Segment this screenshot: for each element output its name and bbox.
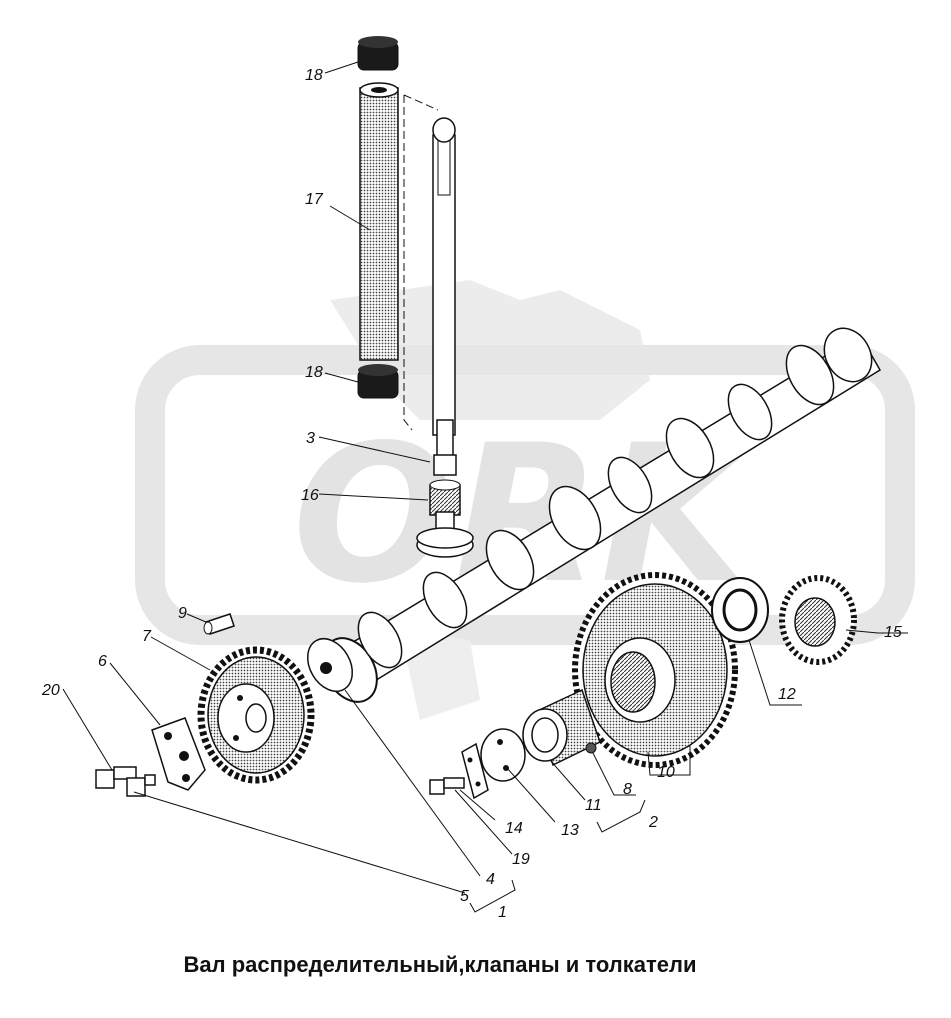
rubber-seal-top xyxy=(357,36,399,71)
callout-6: 6 xyxy=(98,653,107,670)
spacer-sleeve xyxy=(522,688,601,767)
callout-2: 2 xyxy=(648,814,658,831)
tappet xyxy=(416,479,474,558)
callout-numbers: 18 17 18 3 16 9 7 6 20 15 12 10 8 11 2 1… xyxy=(41,67,902,921)
bolt xyxy=(429,777,465,795)
callout-7: 7 xyxy=(142,628,152,645)
push-rod-tube xyxy=(359,82,399,361)
bolts xyxy=(95,766,156,797)
dowel-pin xyxy=(203,613,235,635)
callout-3: 3 xyxy=(306,430,315,447)
callout-8: 8 xyxy=(623,781,632,798)
cam-gear-large xyxy=(572,572,738,768)
diagram-caption: Вал распределительный,клапаны и толкател… xyxy=(183,952,697,977)
oil-seal xyxy=(711,577,769,643)
callout-18-top: 18 xyxy=(305,67,323,84)
callout-17: 17 xyxy=(305,191,324,208)
lock-plate xyxy=(461,742,489,800)
leader-lines xyxy=(62,61,908,913)
callout-9: 9 xyxy=(178,605,187,622)
callout-4: 4 xyxy=(486,871,495,888)
callout-5: 5 xyxy=(460,888,469,905)
thrust-washer xyxy=(480,728,526,782)
callout-20: 20 xyxy=(41,682,60,699)
callout-19: 19 xyxy=(512,851,530,868)
callout-1: 1 xyxy=(498,904,507,921)
callout-11: 11 xyxy=(585,797,602,814)
callout-12: 12 xyxy=(778,686,796,703)
push-rod xyxy=(432,117,457,476)
camshaft xyxy=(306,327,882,703)
callout-18-bottom: 18 xyxy=(305,364,323,381)
callout-16: 16 xyxy=(301,487,319,504)
callout-13: 13 xyxy=(561,822,579,839)
callout-15: 15 xyxy=(884,624,902,641)
callout-14: 14 xyxy=(505,820,523,837)
rubber-seal-bottom xyxy=(357,364,399,399)
cam-gear-front xyxy=(197,646,315,784)
drive-gear-small xyxy=(779,575,857,665)
flange-plate xyxy=(151,717,206,791)
callout-10: 10 xyxy=(657,764,675,781)
